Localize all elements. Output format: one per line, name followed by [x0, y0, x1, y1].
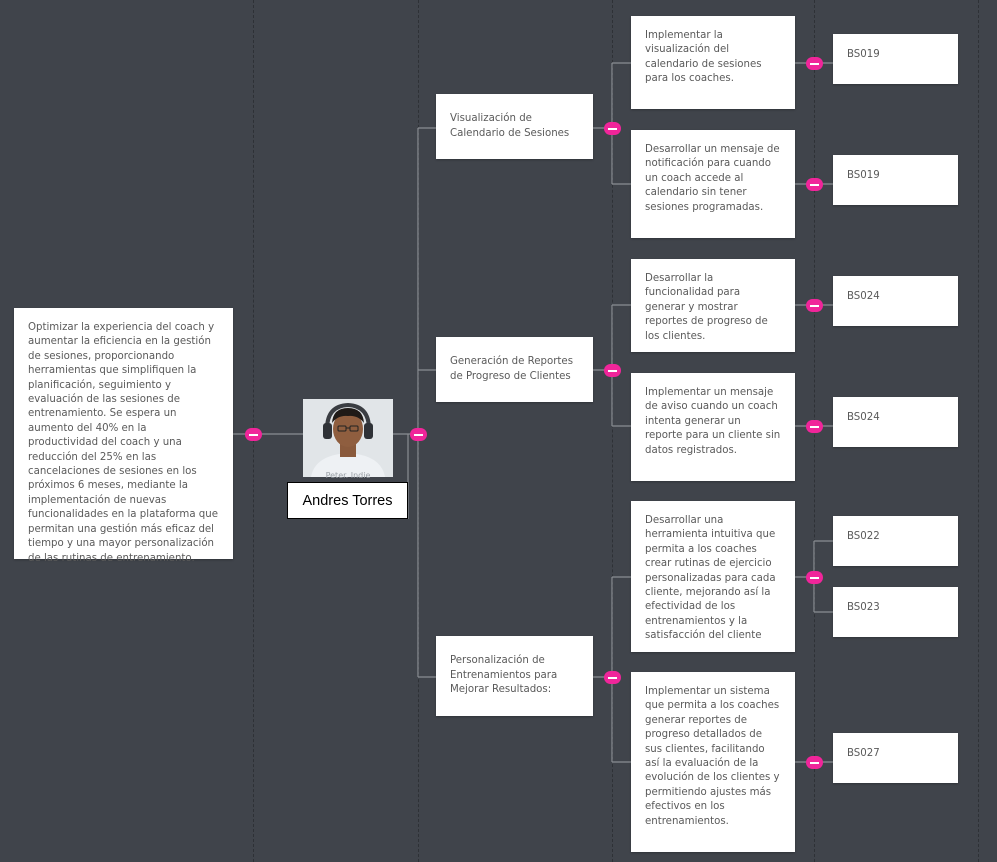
collapse-toggle[interactable]	[806, 57, 823, 70]
feature-card: Desarrollar un mensaje de notificación p…	[631, 130, 795, 238]
story-code-card: BS024	[833, 276, 958, 326]
goal-title: Visualización de Calendario de Sesiones	[450, 113, 570, 139]
person-avatar-icon	[303, 399, 393, 477]
persona-photo	[303, 399, 393, 477]
collapse-toggle[interactable]	[604, 671, 621, 684]
feature-card: Implementar un sistema que permita a los…	[631, 672, 795, 852]
feature-card: Implementar la visualización del calenda…	[631, 16, 795, 109]
collapse-toggle[interactable]	[245, 428, 262, 441]
goal-title: Generación de Reportes de Progreso de Cl…	[450, 356, 573, 382]
story-code-card: BS023	[833, 587, 958, 637]
story-code-card: BS022	[833, 516, 958, 566]
objective-card: Optimizar la experiencia del coach y aum…	[14, 308, 233, 564]
feature-card: Desarrollar la funcionalidad para genera…	[631, 259, 795, 352]
collapse-toggle[interactable]	[604, 122, 621, 135]
feature-card: Implementar un mensaje de aviso cuando u…	[631, 373, 795, 481]
photo-caption: Peter. Indie	[325, 471, 371, 480]
collapse-toggle[interactable]	[806, 756, 823, 769]
persona-name: Andres Torres	[287, 482, 408, 519]
goal-card: Visualización de Calendario de Sesiones	[436, 94, 593, 159]
collapse-toggle[interactable]	[806, 178, 823, 191]
collapse-toggle[interactable]	[806, 571, 823, 584]
story-code-card: BS019	[833, 155, 958, 205]
collapse-toggle[interactable]	[806, 420, 823, 433]
collapse-toggle[interactable]	[604, 364, 621, 377]
story-code-card: BS019	[833, 34, 958, 84]
goal-card: Generación de Reportes de Progreso de Cl…	[436, 337, 593, 402]
column-guide	[978, 0, 979, 862]
collapse-toggle[interactable]	[806, 299, 823, 312]
column-guide	[612, 0, 613, 862]
story-code-card: BS024	[833, 397, 958, 447]
collapse-toggle[interactable]	[410, 428, 427, 441]
goal-card: Personalización de Entrenamientos para M…	[436, 636, 593, 716]
story-code-card: BS027	[833, 733, 958, 783]
goal-title: Personalización de Entrenamientos para M…	[450, 655, 558, 696]
feature-card: Desarrollar una herramienta intuitiva qu…	[631, 501, 795, 652]
